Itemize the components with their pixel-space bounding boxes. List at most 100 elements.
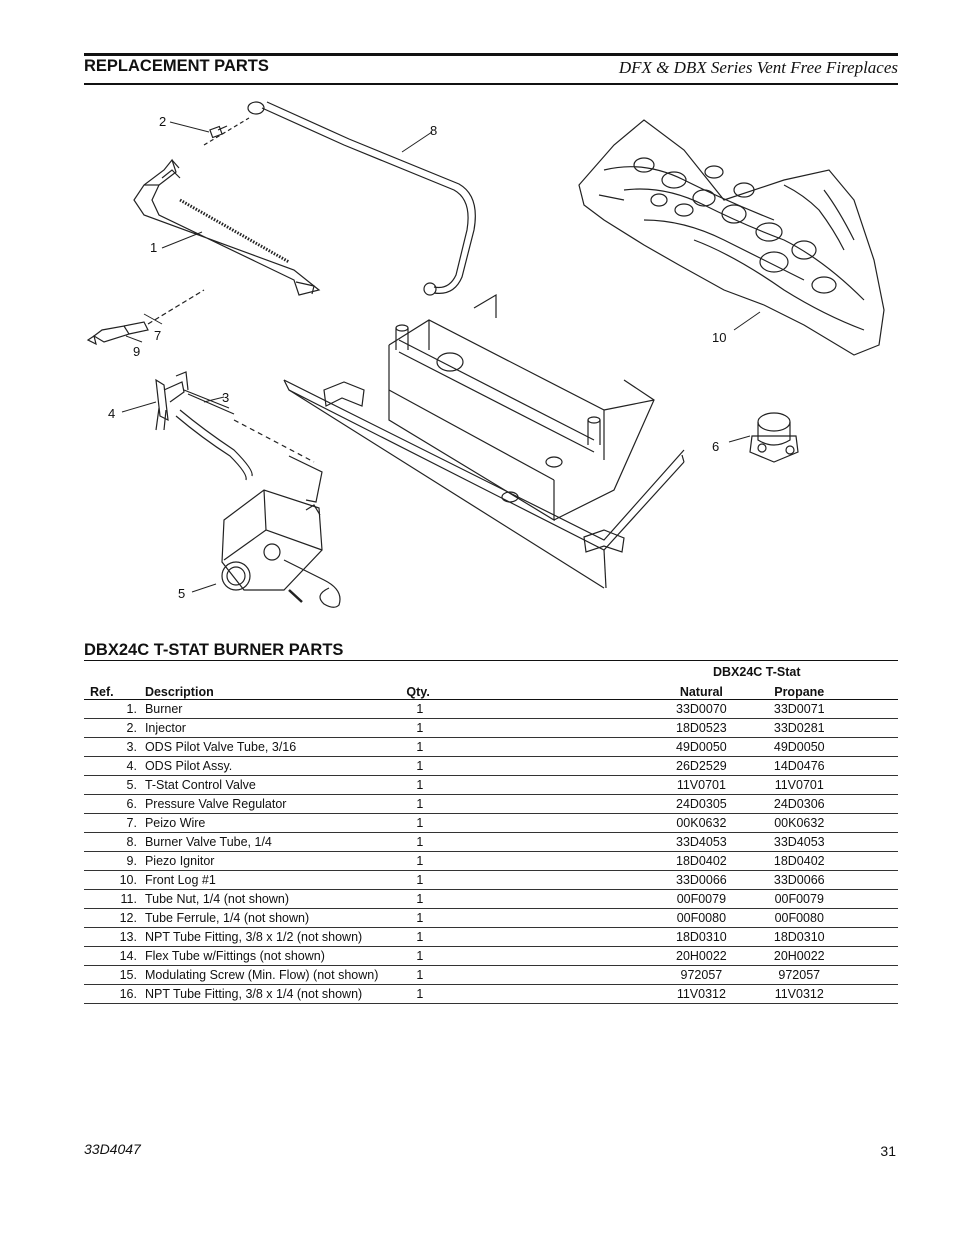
- cell-ref: 6.: [84, 794, 145, 814]
- tstat-control-valve-drawing: [221, 489, 341, 608]
- cell-propane: 33D0071: [750, 699, 849, 719]
- cell-ref: 2.: [84, 718, 145, 738]
- cell-propane: 18D0310: [750, 927, 849, 947]
- cell-natural: 00K0632: [652, 813, 751, 833]
- cell-ref: 4.: [84, 756, 145, 776]
- col-description: Description: [144, 682, 405, 700]
- cell-qty: 1: [404, 794, 653, 814]
- cell-qty: 1: [404, 889, 653, 909]
- cell-propane: 11V0312: [750, 984, 849, 1004]
- cell-qty: 1: [404, 927, 653, 947]
- ods-pilot-drawing: [155, 371, 323, 503]
- cell-qty: 1: [404, 775, 653, 795]
- cell-natural: 33D4053: [652, 832, 751, 852]
- cell-natural: 33D0066: [652, 870, 751, 890]
- cell-qty: 1: [404, 851, 653, 871]
- parts-diagram: 2 8 1 7 9 3 4 5 6 10: [86, 101, 885, 608]
- cell-ref: 12.: [84, 908, 145, 928]
- callout-6: 6: [712, 439, 719, 454]
- cell-ref: 15.: [84, 965, 145, 985]
- cell-description: ODS Pilot Assy.: [144, 756, 405, 776]
- cell-natural: 18D0402: [652, 851, 751, 871]
- cell-propane: 33D0281: [750, 718, 849, 738]
- cell-natural: 33D0070: [652, 699, 751, 719]
- cell-description: NPT Tube Fitting, 3/8 x 1/4 (not shown): [144, 984, 405, 1004]
- cell-description: Tube Nut, 1/4 (not shown): [144, 889, 405, 909]
- cell-description: Front Log #1: [144, 870, 405, 890]
- cell-propane: 33D0066: [750, 870, 849, 890]
- cell-qty: 1: [404, 737, 653, 757]
- cell-propane: 11V0701: [750, 775, 849, 795]
- cell-natural: 20H0022: [652, 946, 751, 966]
- cell-propane: 972057: [750, 965, 849, 985]
- cell-ref: 7.: [84, 813, 145, 833]
- cell-qty: 1: [404, 756, 653, 776]
- callout-5: 5: [178, 586, 185, 601]
- cell-ref: 8.: [84, 832, 145, 852]
- header-bottom-rule: [84, 83, 898, 85]
- cell-ref: 11.: [84, 889, 145, 909]
- front-log-drawing: [578, 119, 885, 356]
- cell-description: T-Stat Control Valve: [144, 775, 405, 795]
- callout-3: 3: [222, 390, 229, 405]
- header-top-rule: [84, 53, 898, 56]
- cell-propane: 24D0306: [750, 794, 849, 814]
- cell-propane: 00K0632: [750, 813, 849, 833]
- table-row: 16.NPT Tube Fitting, 3/8 x 1/4 (not show…: [84, 984, 898, 1004]
- callout-2: 2: [159, 114, 166, 129]
- cell-propane: 33D4053: [750, 832, 849, 852]
- burner-valve-tube-drawing: [247, 101, 476, 296]
- callout-10: 10: [712, 330, 726, 345]
- cell-description: NPT Tube Fitting, 3/8 x 1/2 (not shown): [144, 927, 405, 947]
- cell-description: Burner: [144, 699, 405, 719]
- cell-qty: 1: [404, 908, 653, 928]
- page-title: REPLACEMENT PARTS: [84, 57, 269, 75]
- cell-natural: 18D0310: [652, 927, 751, 947]
- cell-natural: 18D0523: [652, 718, 751, 738]
- cell-propane: 18D0402: [750, 851, 849, 871]
- cell-natural: 972057: [652, 965, 751, 985]
- section-rule: [84, 660, 898, 661]
- model-group-header: DBX24C T-Stat: [713, 665, 801, 679]
- cell-propane: 20H0022: [750, 946, 849, 966]
- cell-propane: 00F0079: [750, 889, 849, 909]
- cell-description: ODS Pilot Valve Tube, 3/16: [144, 737, 405, 757]
- burner-pan-drawing: [283, 293, 685, 589]
- col-propane: Propane: [750, 682, 849, 700]
- cell-ref: 10.: [84, 870, 145, 890]
- cell-natural: 24D0305: [652, 794, 751, 814]
- cell-natural: 11V0701: [652, 775, 751, 795]
- cell-natural: 26D2529: [652, 756, 751, 776]
- cell-natural: 11V0312: [652, 984, 751, 1004]
- cell-qty: 1: [404, 965, 653, 985]
- callout-leaders: [121, 121, 761, 593]
- parts-table: Ref. Description Qty. Natural Propane 1.…: [84, 682, 898, 1004]
- injector-drawing: [203, 117, 250, 146]
- cell-ref: 16.: [84, 984, 145, 1004]
- callout-numbers: 2 8 1 7 9 3 4 5 6 10: [108, 114, 726, 601]
- page-number: 31: [880, 1143, 896, 1159]
- cell-ref: 9.: [84, 851, 145, 871]
- cell-qty: 1: [404, 984, 653, 1004]
- cell-ref: 14.: [84, 946, 145, 966]
- piezo-ignitor-drawing: [86, 289, 205, 346]
- cell-qty: 1: [404, 832, 653, 852]
- callout-4: 4: [108, 406, 115, 421]
- cell-qty: 1: [404, 699, 653, 719]
- cell-propane: 00F0080: [750, 908, 849, 928]
- table-header-row: Ref. Description Qty. Natural Propane: [84, 682, 898, 700]
- col-ref: Ref.: [84, 682, 145, 700]
- callout-1: 1: [150, 240, 157, 255]
- cell-ref: 5.: [84, 775, 145, 795]
